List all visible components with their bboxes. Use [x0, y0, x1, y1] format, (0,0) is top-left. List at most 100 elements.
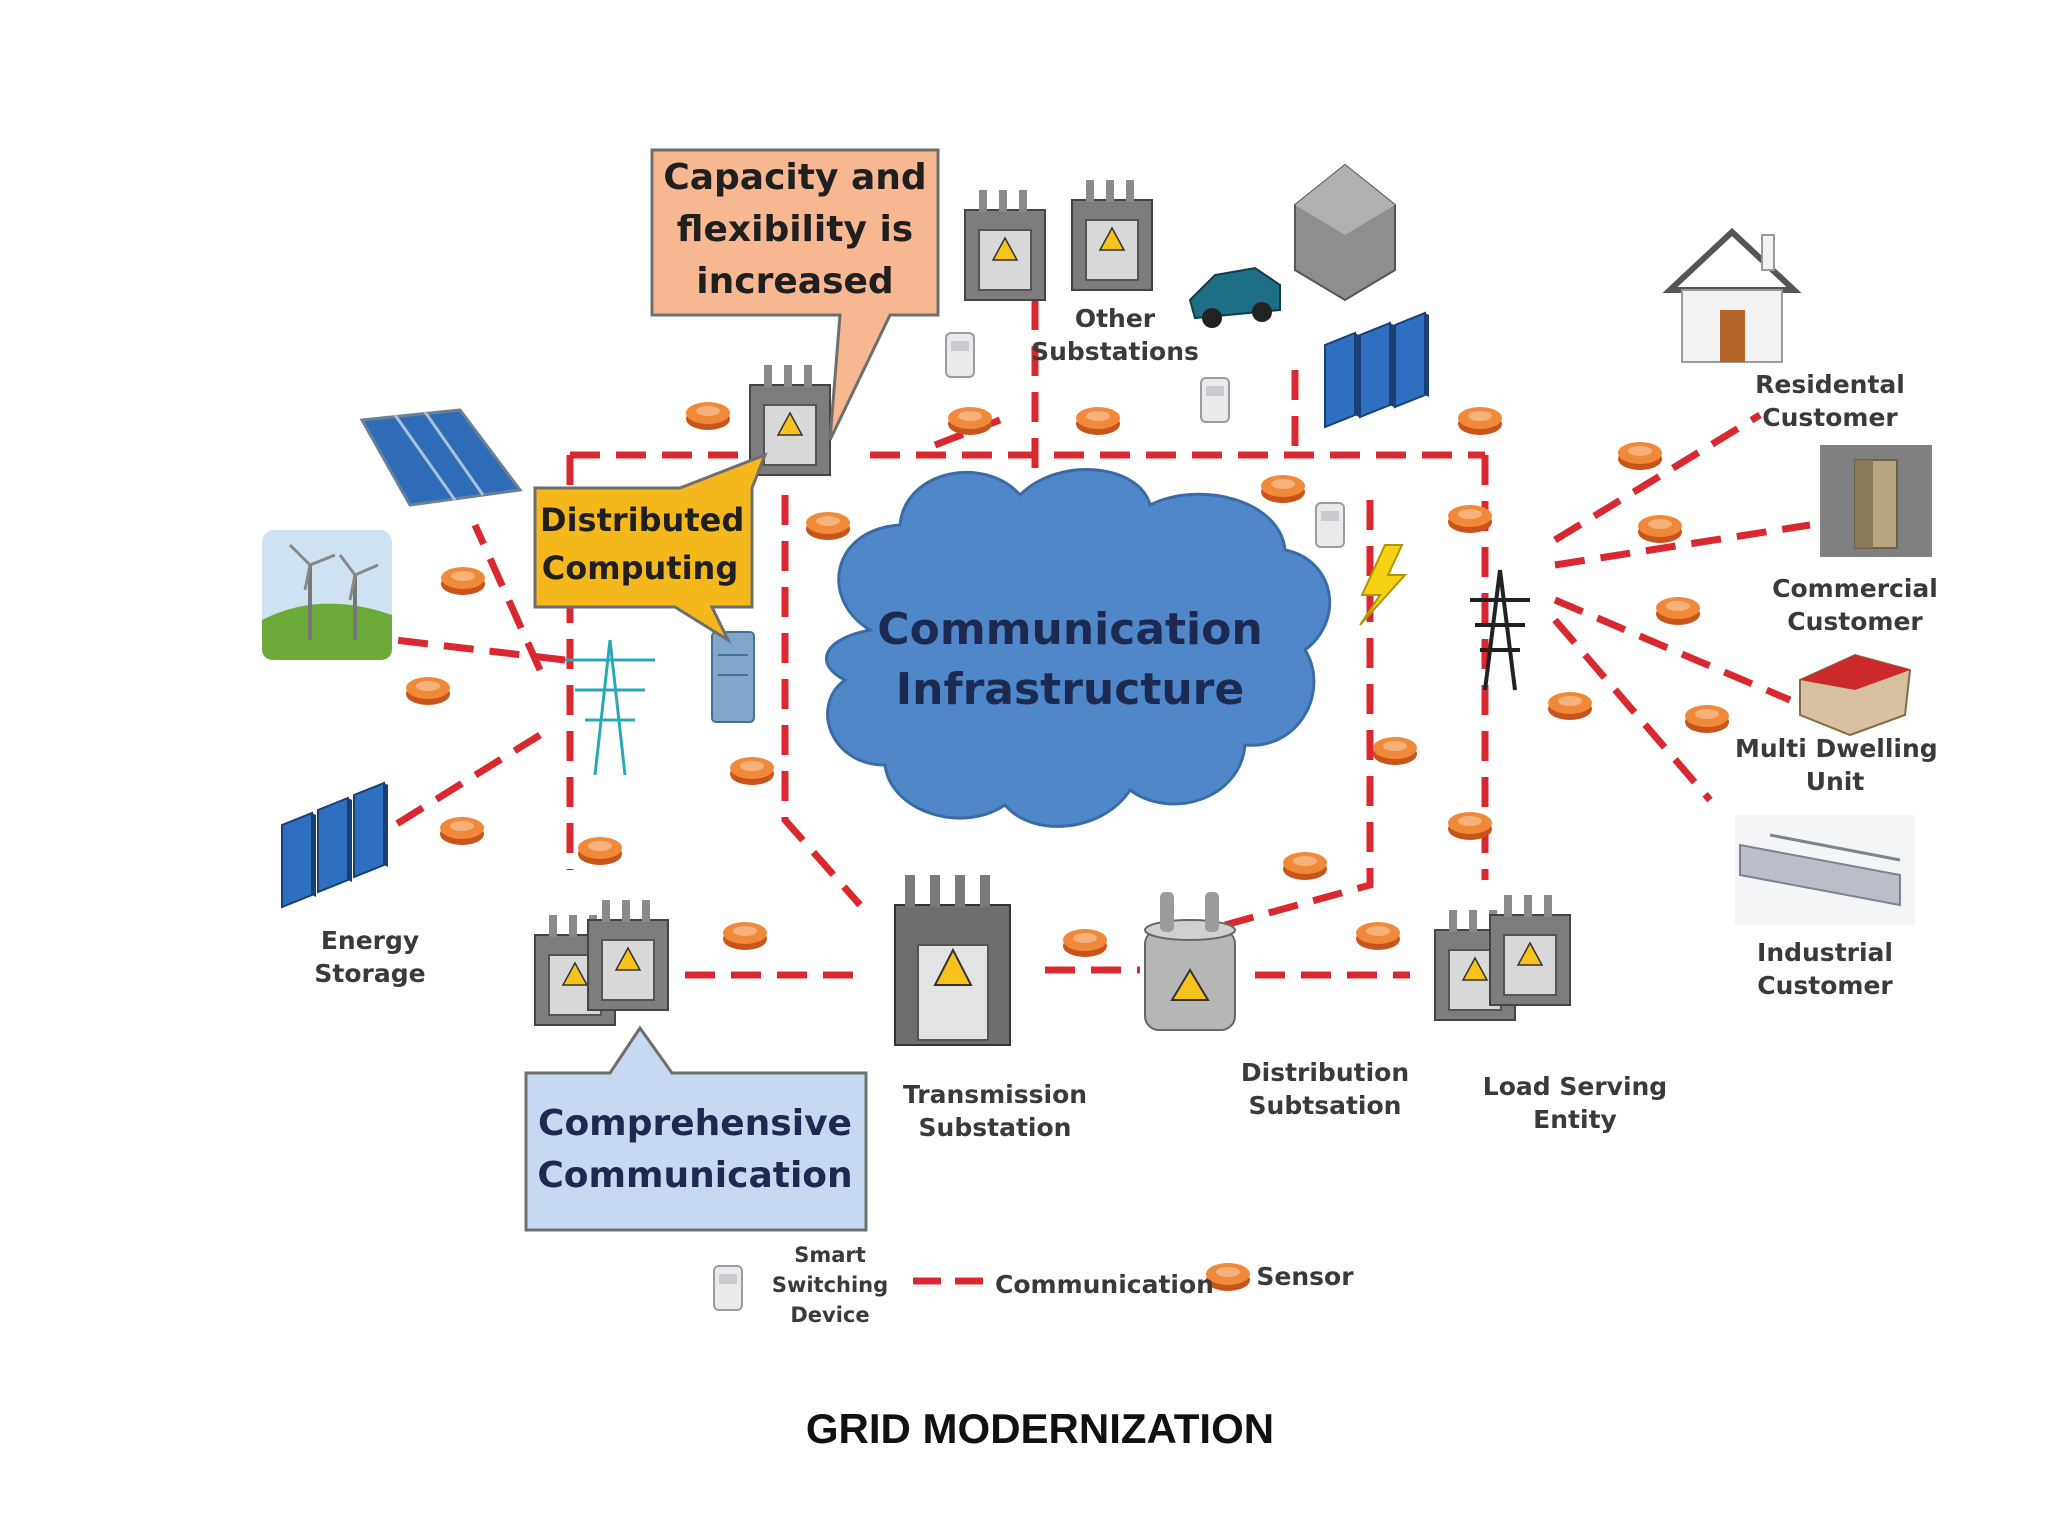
capacity-callout-text: Capacity and flexibility is increased	[660, 152, 930, 308]
meter-icon	[1200, 377, 1230, 423]
comprehensive-line: Communication	[537, 1155, 853, 1196]
label-line: Load Serving	[1482, 1072, 1668, 1101]
server-icon	[711, 631, 755, 723]
distributed-callout-text: Distributed Computing	[540, 496, 745, 592]
sensor-icon	[578, 837, 622, 865]
label-line: Customer	[1787, 607, 1923, 636]
sensor-icon	[1283, 852, 1327, 880]
label-line: Entity	[1533, 1105, 1617, 1134]
substation-icon	[1071, 179, 1153, 291]
distribution-substation-label: Distribution Subtsation	[1225, 1056, 1425, 1122]
energy-storage-icon	[281, 782, 389, 908]
cloud-label-line1: Communication	[877, 604, 1263, 655]
electric-car-icon	[1188, 266, 1281, 328]
label-line: Commercial	[1772, 574, 1938, 603]
sensor-icon	[730, 757, 774, 785]
legend-communication-label: Communication	[995, 1270, 1214, 1299]
label-line: Other	[1074, 304, 1156, 333]
label-line: Substation	[918, 1113, 1072, 1142]
sensor-icon	[406, 677, 450, 705]
sensor-icon	[1638, 515, 1682, 543]
sensor-icon	[1458, 407, 1502, 435]
label-line: Device	[790, 1303, 870, 1327]
transmission-tower-icon	[1470, 569, 1530, 691]
sensor-icon	[1261, 475, 1305, 503]
lightning-icon	[1359, 544, 1408, 626]
comprehensive-line: Comprehensive	[538, 1103, 852, 1144]
communication-infrastructure-cloud	[825, 468, 1332, 828]
sensor-icon	[1685, 705, 1729, 733]
residential-customer-label: Residental Customer	[1740, 368, 1920, 434]
label-line: Smart	[794, 1243, 866, 1267]
label-line: Transmission	[902, 1080, 1088, 1109]
smart-switching-legend-icon	[713, 1265, 743, 1311]
sensor-icon	[723, 922, 767, 950]
label-line: Subtsation	[1248, 1091, 1402, 1120]
sensor-icon	[1656, 597, 1700, 625]
load-serving-entity-label: Load Serving Entity	[1475, 1070, 1675, 1136]
house-icon	[1294, 163, 1396, 302]
label-line: Residental	[1755, 370, 1905, 399]
label-line: Industrial	[1757, 938, 1893, 967]
capacity-callout	[650, 148, 940, 441]
sensor-icon	[1356, 922, 1400, 950]
label-line: Customer	[1757, 971, 1893, 1000]
industrial-customer-label: Industrial Customer	[1735, 936, 1915, 1002]
distribution-substation-icon	[1144, 892, 1236, 1031]
distributed-line: Distributed	[540, 501, 745, 539]
capacity-line: increased	[696, 261, 894, 302]
sensor-icon	[948, 407, 992, 435]
label-line: Storage	[314, 959, 426, 988]
commercial-customer-label: Commercial Customer	[1765, 572, 1945, 638]
label-line: Multi Dwelling	[1735, 734, 1938, 763]
wind-turbines-icon	[262, 530, 392, 660]
transmission-substation-label: Transmission Substation	[890, 1078, 1100, 1144]
comprehensive-callout	[524, 1025, 868, 1232]
legend-smart-switching-label: Smart Switching Device	[760, 1240, 900, 1330]
sensor-icon	[1373, 737, 1417, 765]
sensor-icon	[1063, 929, 1107, 957]
solar-array-icon	[359, 408, 523, 507]
substation-icon	[587, 899, 669, 1011]
label-line: Distribution	[1240, 1058, 1410, 1087]
capacity-line: flexibility is	[676, 209, 914, 250]
label-line: Customer	[1762, 403, 1898, 432]
industrial-icon	[1735, 815, 1915, 925]
commercial-building-icon	[1820, 445, 1932, 557]
legend	[713, 1263, 1250, 1311]
comprehensive-callout-text: Comprehensive Communication	[530, 1098, 860, 1202]
distributed-line: Computing	[541, 549, 739, 587]
label-line: Unit	[1805, 767, 1865, 796]
meter-icon	[945, 332, 975, 378]
label-line: Switching	[771, 1273, 889, 1297]
substation-icon	[1489, 894, 1571, 1006]
transmission-tower-icon	[565, 639, 655, 776]
sensor-icon	[1618, 442, 1662, 470]
energy-storage-label: Energy Storage	[295, 924, 445, 990]
legend-sensor-label: Sensor	[1256, 1262, 1354, 1291]
sensor-icon	[806, 512, 850, 540]
sensor-icon	[1548, 692, 1592, 720]
label-line: Substations	[1031, 337, 1199, 366]
cloud-label-line2: Infrastructure	[895, 664, 1245, 715]
residential-house-icon	[1662, 227, 1802, 363]
multi-dwelling-label: Multi Dwelling Unit	[1735, 732, 1938, 798]
substation-icon	[964, 189, 1046, 301]
sensor-icon	[1448, 505, 1492, 533]
sensor-icon	[1448, 812, 1492, 840]
meter-icon	[1315, 502, 1345, 548]
label-line: Energy	[320, 926, 420, 955]
sensor-icon	[1076, 407, 1120, 435]
sensor-icon	[441, 567, 485, 595]
cloud-label: Communication Infrastructure	[780, 600, 1360, 720]
sensor-icon	[440, 817, 484, 845]
sensor-icon	[686, 402, 730, 430]
multi-dwelling-icon	[1799, 653, 1912, 737]
distributed-callout	[533, 452, 768, 645]
capacity-line: Capacity and	[663, 157, 927, 198]
page-title: GRID MODERNIZATION	[805, 1405, 1275, 1452]
other-substations-label: Other Substations	[1030, 302, 1200, 368]
transmission-substation-icon	[894, 875, 1011, 1046]
solar-panels-icon	[1324, 312, 1430, 428]
